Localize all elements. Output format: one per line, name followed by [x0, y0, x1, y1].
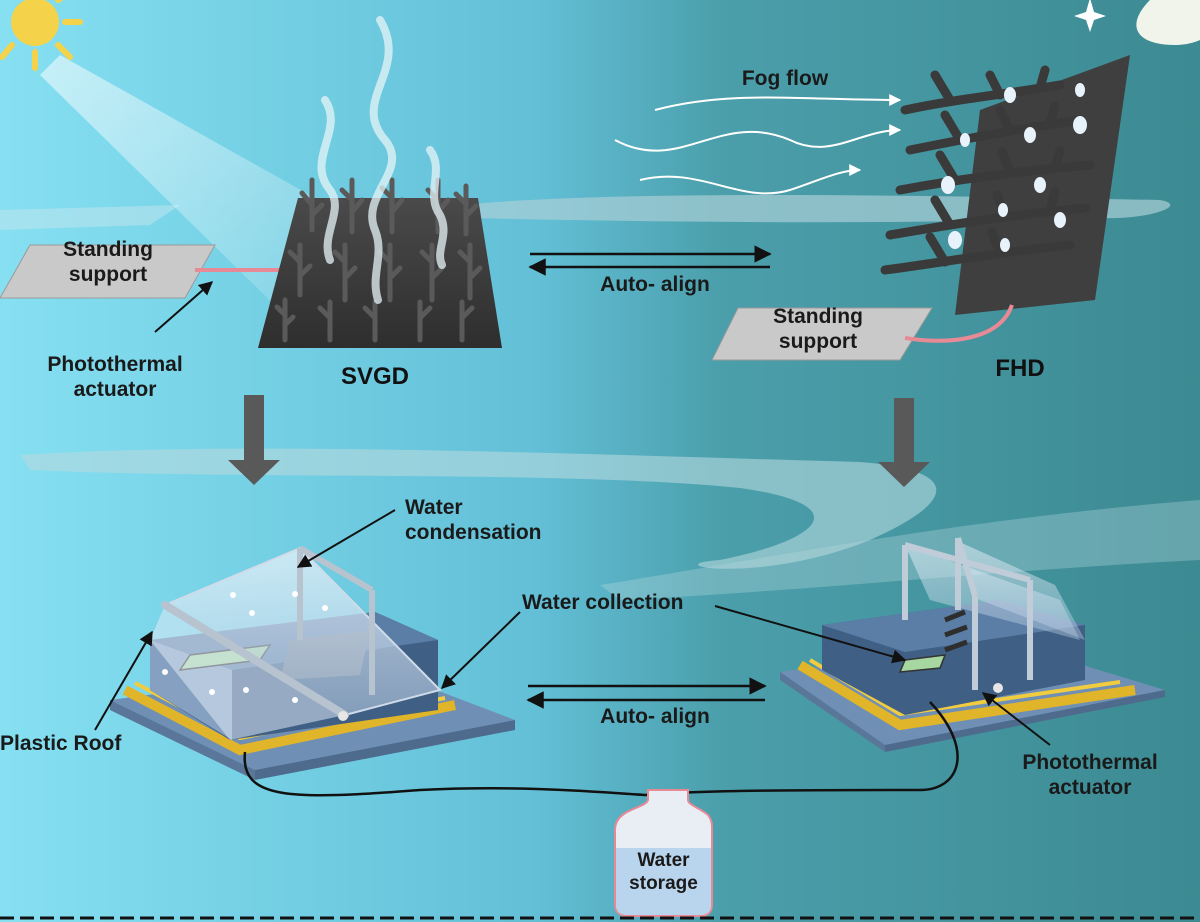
plastic-roof-pointer	[94, 630, 153, 731]
photothermal-actuator-right	[904, 304, 1014, 343]
fhd-device	[780, 537, 1165, 752]
svgd-panel	[258, 16, 502, 348]
collection-pointer-left	[440, 611, 521, 689]
standing-support-left	[0, 244, 216, 299]
cloud-band	[0, 205, 180, 230]
cloud-band	[600, 500, 1200, 600]
standing-support-right	[711, 307, 933, 361]
svgd-device	[110, 545, 515, 780]
fog-flow-lines	[614, 93, 902, 195]
label-plastic-roof: Plastic Roof	[0, 732, 122, 755]
cloud-band	[20, 448, 937, 569]
down-arrow-left	[228, 395, 280, 485]
condensation-pointer	[296, 509, 396, 568]
actuator-pointer-top	[154, 281, 214, 333]
collection-pointer-right	[714, 605, 907, 664]
label-water-collection: Water collection	[522, 591, 684, 614]
down-arrow-right	[878, 398, 930, 487]
label-auto-align-bottom: Auto- align	[600, 705, 710, 728]
tubing	[243, 701, 959, 797]
label-fhd: FHD	[995, 355, 1045, 382]
moon-icon	[1136, 0, 1200, 45]
label-svgd: SVGD	[340, 363, 409, 390]
fhd-panel	[880, 55, 1130, 315]
water-bottle-icon	[614, 789, 713, 917]
actuator-pointer-bottom	[981, 692, 1051, 746]
label-auto-align-top: Auto- align	[600, 273, 710, 296]
star-icon	[1074, 0, 1106, 32]
label-fog-flow: Fog flow	[741, 67, 829, 90]
